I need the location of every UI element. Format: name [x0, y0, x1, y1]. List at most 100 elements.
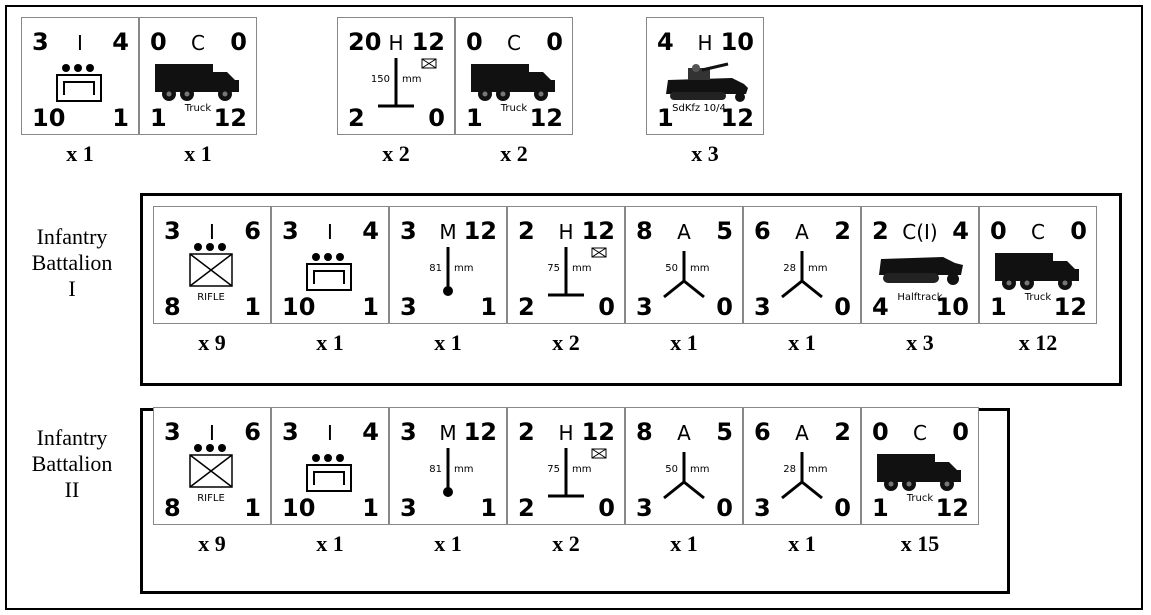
counter-multiplier: x 1: [66, 141, 94, 166]
range-value: 12: [412, 28, 445, 56]
range-value: 10: [721, 28, 754, 56]
range-value: 6: [244, 217, 261, 245]
caliber-unit: mm: [690, 263, 709, 274]
attack-value: 6: [754, 418, 771, 446]
movement-value: 12: [721, 104, 754, 132]
unit-type-code: M: [439, 220, 456, 244]
counter-multiplier: x 1: [316, 330, 344, 355]
counter-multiplier: x 12: [1018, 330, 1058, 355]
unit-type-code: C(I): [902, 220, 937, 244]
caliber-unit: mm: [808, 464, 827, 475]
range-value: 4: [362, 418, 379, 446]
counter-caption: RIFLE: [197, 292, 225, 303]
rifle-symbol-icon: [189, 243, 233, 287]
range-value: 0: [546, 28, 563, 56]
halftrack-silhouette-icon: [879, 257, 963, 285]
counter-multiplier: x 1: [316, 531, 344, 556]
range-value: 2: [834, 217, 851, 245]
range-value: 6: [244, 418, 261, 446]
movement-value: 0: [716, 293, 733, 321]
attack-value: 0: [150, 28, 167, 56]
caliber-label: 50: [665, 464, 678, 475]
caliber-unit: mm: [402, 74, 421, 85]
howitzer-symbol-icon: [378, 58, 437, 108]
movement-value: 0: [834, 494, 851, 522]
caliber-unit: mm: [690, 464, 709, 475]
battalion-label-line: Infantry: [36, 425, 108, 450]
battalion-label-line: Battalion: [31, 451, 113, 476]
attack-value: 0: [990, 217, 1007, 245]
mortar-symbol-icon: [443, 448, 453, 497]
counter-multiplier: x 1: [184, 141, 212, 166]
attack-value: 3: [400, 418, 417, 446]
hq-symbol-icon: [306, 253, 352, 291]
defense-value: 8: [164, 293, 181, 321]
attack-value: 6: [754, 217, 771, 245]
unit-type-code: A: [677, 421, 691, 445]
caliber-label: 81: [429, 263, 442, 274]
unit-type-code: H: [558, 220, 573, 244]
range-value: 4: [952, 217, 969, 245]
unit-type-code: H: [388, 31, 403, 55]
defense-value: 3: [754, 293, 771, 321]
attack-value: 3: [164, 418, 181, 446]
rifle-symbol-icon: [189, 444, 233, 488]
caliber-label: 75: [547, 263, 560, 274]
attack-value: 3: [164, 217, 181, 245]
at-gun-symbol-icon: [781, 251, 823, 299]
defense-value: 2: [348, 104, 365, 132]
counter-multiplier: x 9: [198, 531, 226, 556]
unit-type-code: I: [327, 421, 333, 445]
unit-type-code: M: [439, 421, 456, 445]
movement-value: 0: [598, 494, 615, 522]
caliber-unit: mm: [808, 263, 827, 274]
defense-value: 3: [400, 494, 417, 522]
range-value: 5: [716, 418, 733, 446]
movement-value: 1: [362, 293, 379, 321]
range-value: 4: [112, 28, 129, 56]
range-value: 4: [362, 217, 379, 245]
unit-type-code: I: [209, 220, 215, 244]
defense-value: 4: [872, 293, 889, 321]
unit-type-code: C: [191, 31, 205, 55]
movement-value: 1: [480, 293, 497, 321]
howitzer-symbol-icon: [548, 247, 607, 297]
attack-value: 4: [657, 28, 674, 56]
counter-multiplier: x 3: [906, 330, 934, 355]
sheet-frame: [5, 5, 1143, 610]
counter-caption: Truck: [1024, 292, 1052, 303]
counter-multiplier: x 9: [198, 330, 226, 355]
attack-value: 2: [518, 217, 535, 245]
truck-silhouette-icon: [877, 454, 961, 491]
attack-value: 2: [872, 217, 889, 245]
defense-value: 3: [636, 494, 653, 522]
caliber-unit: mm: [572, 263, 591, 274]
movement-value: 0: [716, 494, 733, 522]
hq-symbol-icon: [56, 64, 102, 102]
counter-caption: SdKfz 10/4: [672, 103, 726, 114]
caliber-unit: mm: [454, 263, 473, 274]
movement-value: 1: [112, 104, 129, 132]
counter-caption: Halftrack: [897, 292, 942, 303]
attack-value: 8: [636, 217, 653, 245]
